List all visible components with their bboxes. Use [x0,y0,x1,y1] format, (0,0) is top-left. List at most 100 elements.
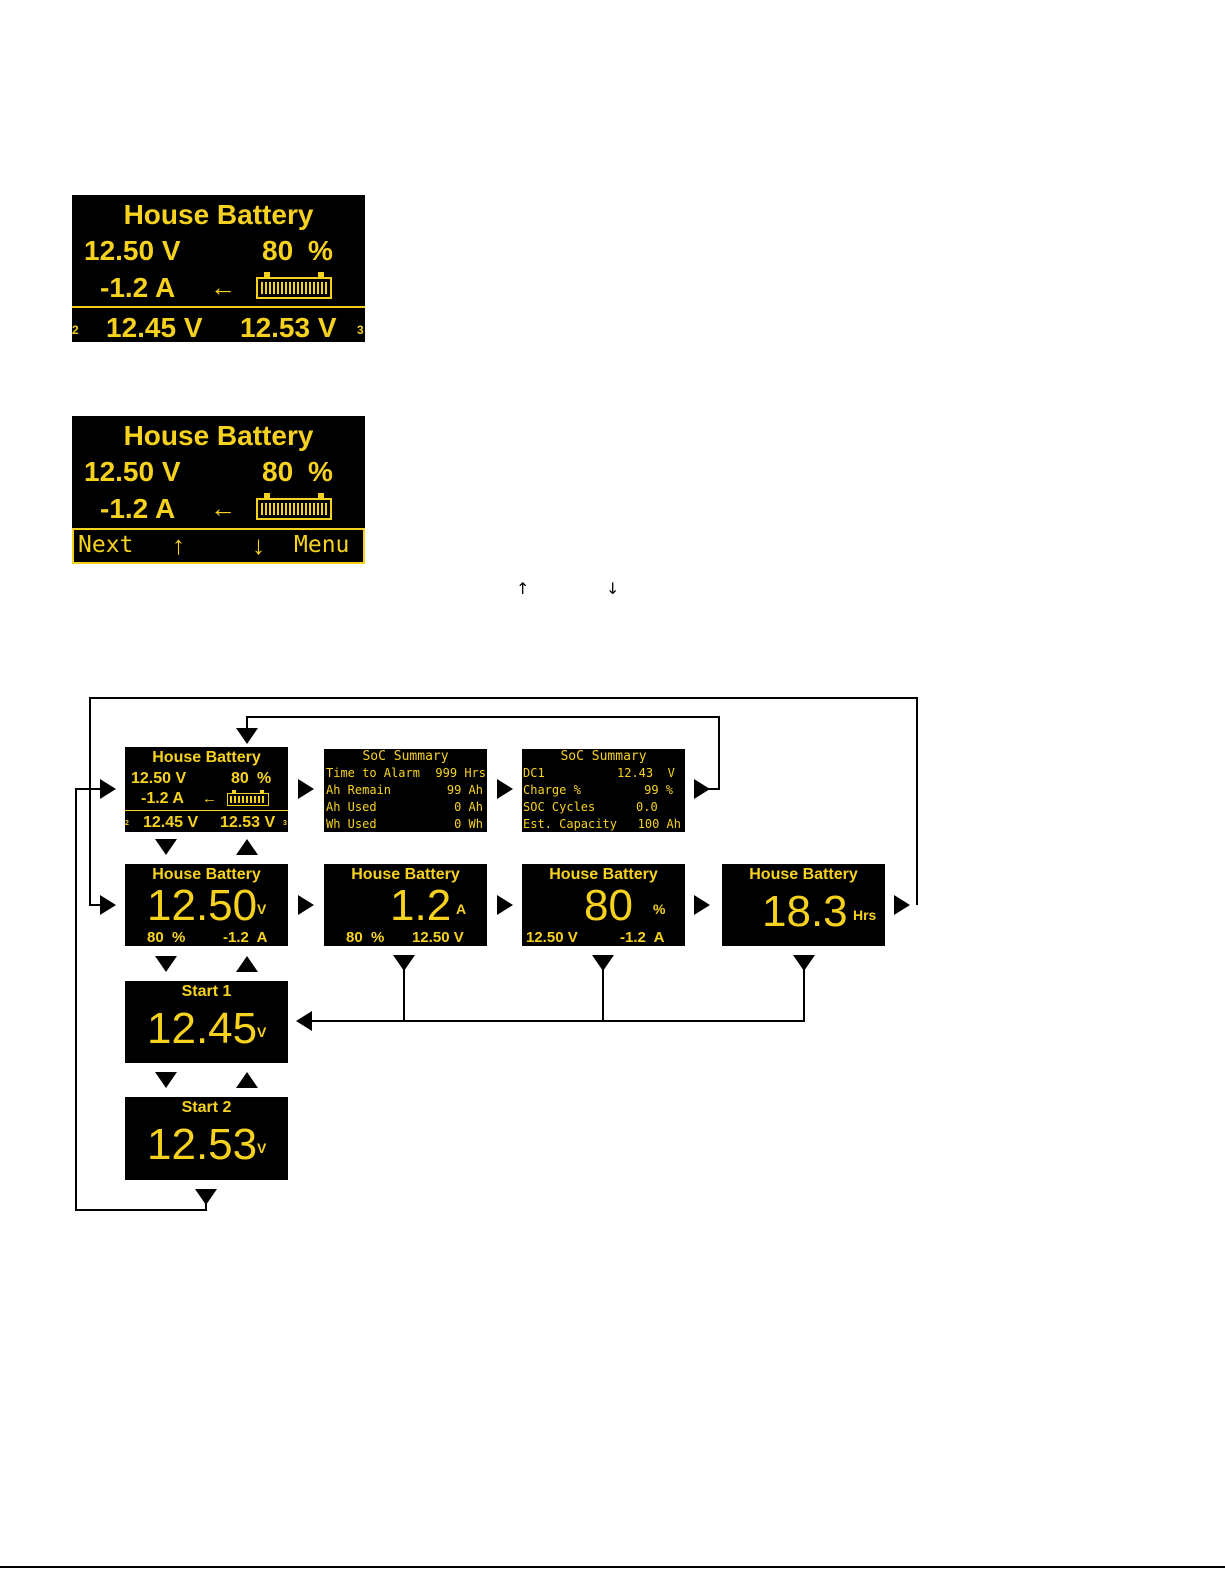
soc-percent: 80 [262,456,294,487]
flow-screen-big-percent: House Battery 80 % 12.50 V -1.2 A [522,864,685,946]
flow-screen-big-current: House Battery 1.2 A 80 % 12.50 V [324,864,487,946]
soc-row-label: Wh Used [326,817,377,831]
big-value: 12.50 [147,881,258,930]
flow-screen-big-hours: House Battery 18.3 Hrs [722,864,885,946]
down-arrow-icon[interactable]: ↓ [252,530,265,560]
start1-index: 2 [72,323,79,337]
screen-title: House Battery [549,866,658,883]
left-arrow-icon: ← [210,272,236,302]
soc-row-value: 12.43 V [617,766,675,780]
divider [125,810,288,811]
big-value: 12.45 [147,1004,258,1053]
soc-row-value: 0 Wh [454,817,483,831]
screen-title: House Battery [123,420,314,451]
nav-bar: Next ↑ ↓ Menu [72,528,365,564]
soc-percent: 80 [262,235,294,266]
soc-row-value: 99 % [644,783,673,797]
soc-title: SoC Summary [560,749,647,764]
screen-title: House Battery [351,866,460,883]
start1-index: 2 [125,820,129,827]
loop-top-inner [246,716,720,790]
battery-icon [256,272,332,299]
big-value: 80 [584,881,633,930]
arrow-right-icon [497,895,513,915]
caption-down-arrow-icon: ↓ [606,579,620,598]
loop-top-outer [89,697,918,906]
big-unit: V [257,1140,267,1156]
start2-voltage: 12.53 V [220,814,276,831]
footer-right: -1.2 A [620,929,665,946]
start2-index: 3 [283,820,287,827]
house-current: -1.2 A [141,790,184,807]
house-voltage: 12.50 V [84,456,181,487]
big-unit: % [653,901,666,917]
soc-row-value: 999 Hrs [435,766,486,780]
soc-row-label: Time to Alarm [326,766,420,780]
big-unit: Hrs [853,907,877,923]
arrow-right-icon [298,779,314,799]
soc-row-label: DC1 [523,766,545,780]
soc-percent: 80 [231,770,249,787]
screen-title: House Battery [123,199,314,230]
caption-up-arrow-icon: ↑ [516,579,530,598]
soc-row-value: 100 Ah [637,817,681,831]
arrow-up-icon [236,1072,258,1088]
flow-screen-start1: Start 1 12.45 V [125,981,288,1063]
screen-title: House Battery [152,866,261,883]
big-value: 18.3 [762,887,848,936]
soc-row-value: 0.0 [636,800,658,814]
arrow-down-icon [393,955,415,971]
page-bottom-rule [0,1566,1225,1568]
menu-button[interactable]: Menu [294,532,350,558]
soc-title: SoC Summary [362,749,449,764]
flow-screen-soc-summary-2: SoC Summary DC1 12.43 V Charge % 99 % SO… [522,749,685,832]
soc-row-label: Ah Remain [326,783,392,797]
arrow-up-icon [236,956,258,972]
arrow-down-icon [793,955,815,971]
start2-index: 3 [357,323,364,337]
arrow-right-icon [694,779,710,799]
soc-row-label: SOC Cycles [523,800,596,814]
footer-left: 80 % [346,929,385,946]
big-value: 1.2 [390,881,452,930]
arrow-up-icon [236,839,258,855]
start1-voltage: 12.45 V [106,312,203,342]
example-screen-nav: House Battery 12.50 V 80 % -1.2 A ← Next… [72,416,365,564]
arrow-right-icon [100,895,116,915]
next-button[interactable]: Next [78,532,134,558]
example-screen-main: House Battery 12.50 V 80 % -1.2 A ← 2 12… [72,195,365,342]
arrow-down-icon [236,728,258,744]
arrow-right-icon [497,779,513,799]
arrow-down-icon [195,1189,217,1205]
house-current: -1.2 A [100,272,176,303]
flow-screen-start2: Start 2 12.53 V [125,1097,288,1180]
arrow-down-icon [155,839,177,855]
arrow-right-icon [694,895,710,915]
battery-icon [256,493,332,520]
house-current: -1.2 A [100,493,176,524]
house-voltage: 12.50 V [131,770,187,787]
battery-icon [227,790,269,806]
arrow-right-icon [298,895,314,915]
left-arrow-icon: ← [202,790,217,807]
arrow-left-icon [296,1011,312,1031]
footer-right: 12.50 V [412,929,464,946]
footer-left: 80 % [147,929,186,946]
arrow-down-icon [592,955,614,971]
start1-voltage: 12.45 V [143,814,199,831]
big-unit: V [257,1024,267,1040]
arrow-down-icon [155,956,177,972]
start2-voltage: 12.53 V [240,312,337,342]
up-arrow-icon[interactable]: ↑ [172,530,185,560]
soc-percent-unit: % [308,456,333,487]
screen-title: House Battery [749,866,858,883]
screen-title: House Battery [152,749,261,766]
arrow-down-icon [155,1072,177,1088]
soc-row-value: 0 Ah [454,800,483,814]
soc-row-value: 99 Ah [446,783,483,797]
house-voltage: 12.50 V [84,235,181,266]
arrow-right-icon [100,779,116,799]
flow-screen-soc-summary-1: SoC Summary Time to Alarm 999 Hrs Ah Rem… [324,749,487,832]
soc-percent-unit: % [308,235,333,266]
screen-title: Start 1 [181,983,232,1000]
